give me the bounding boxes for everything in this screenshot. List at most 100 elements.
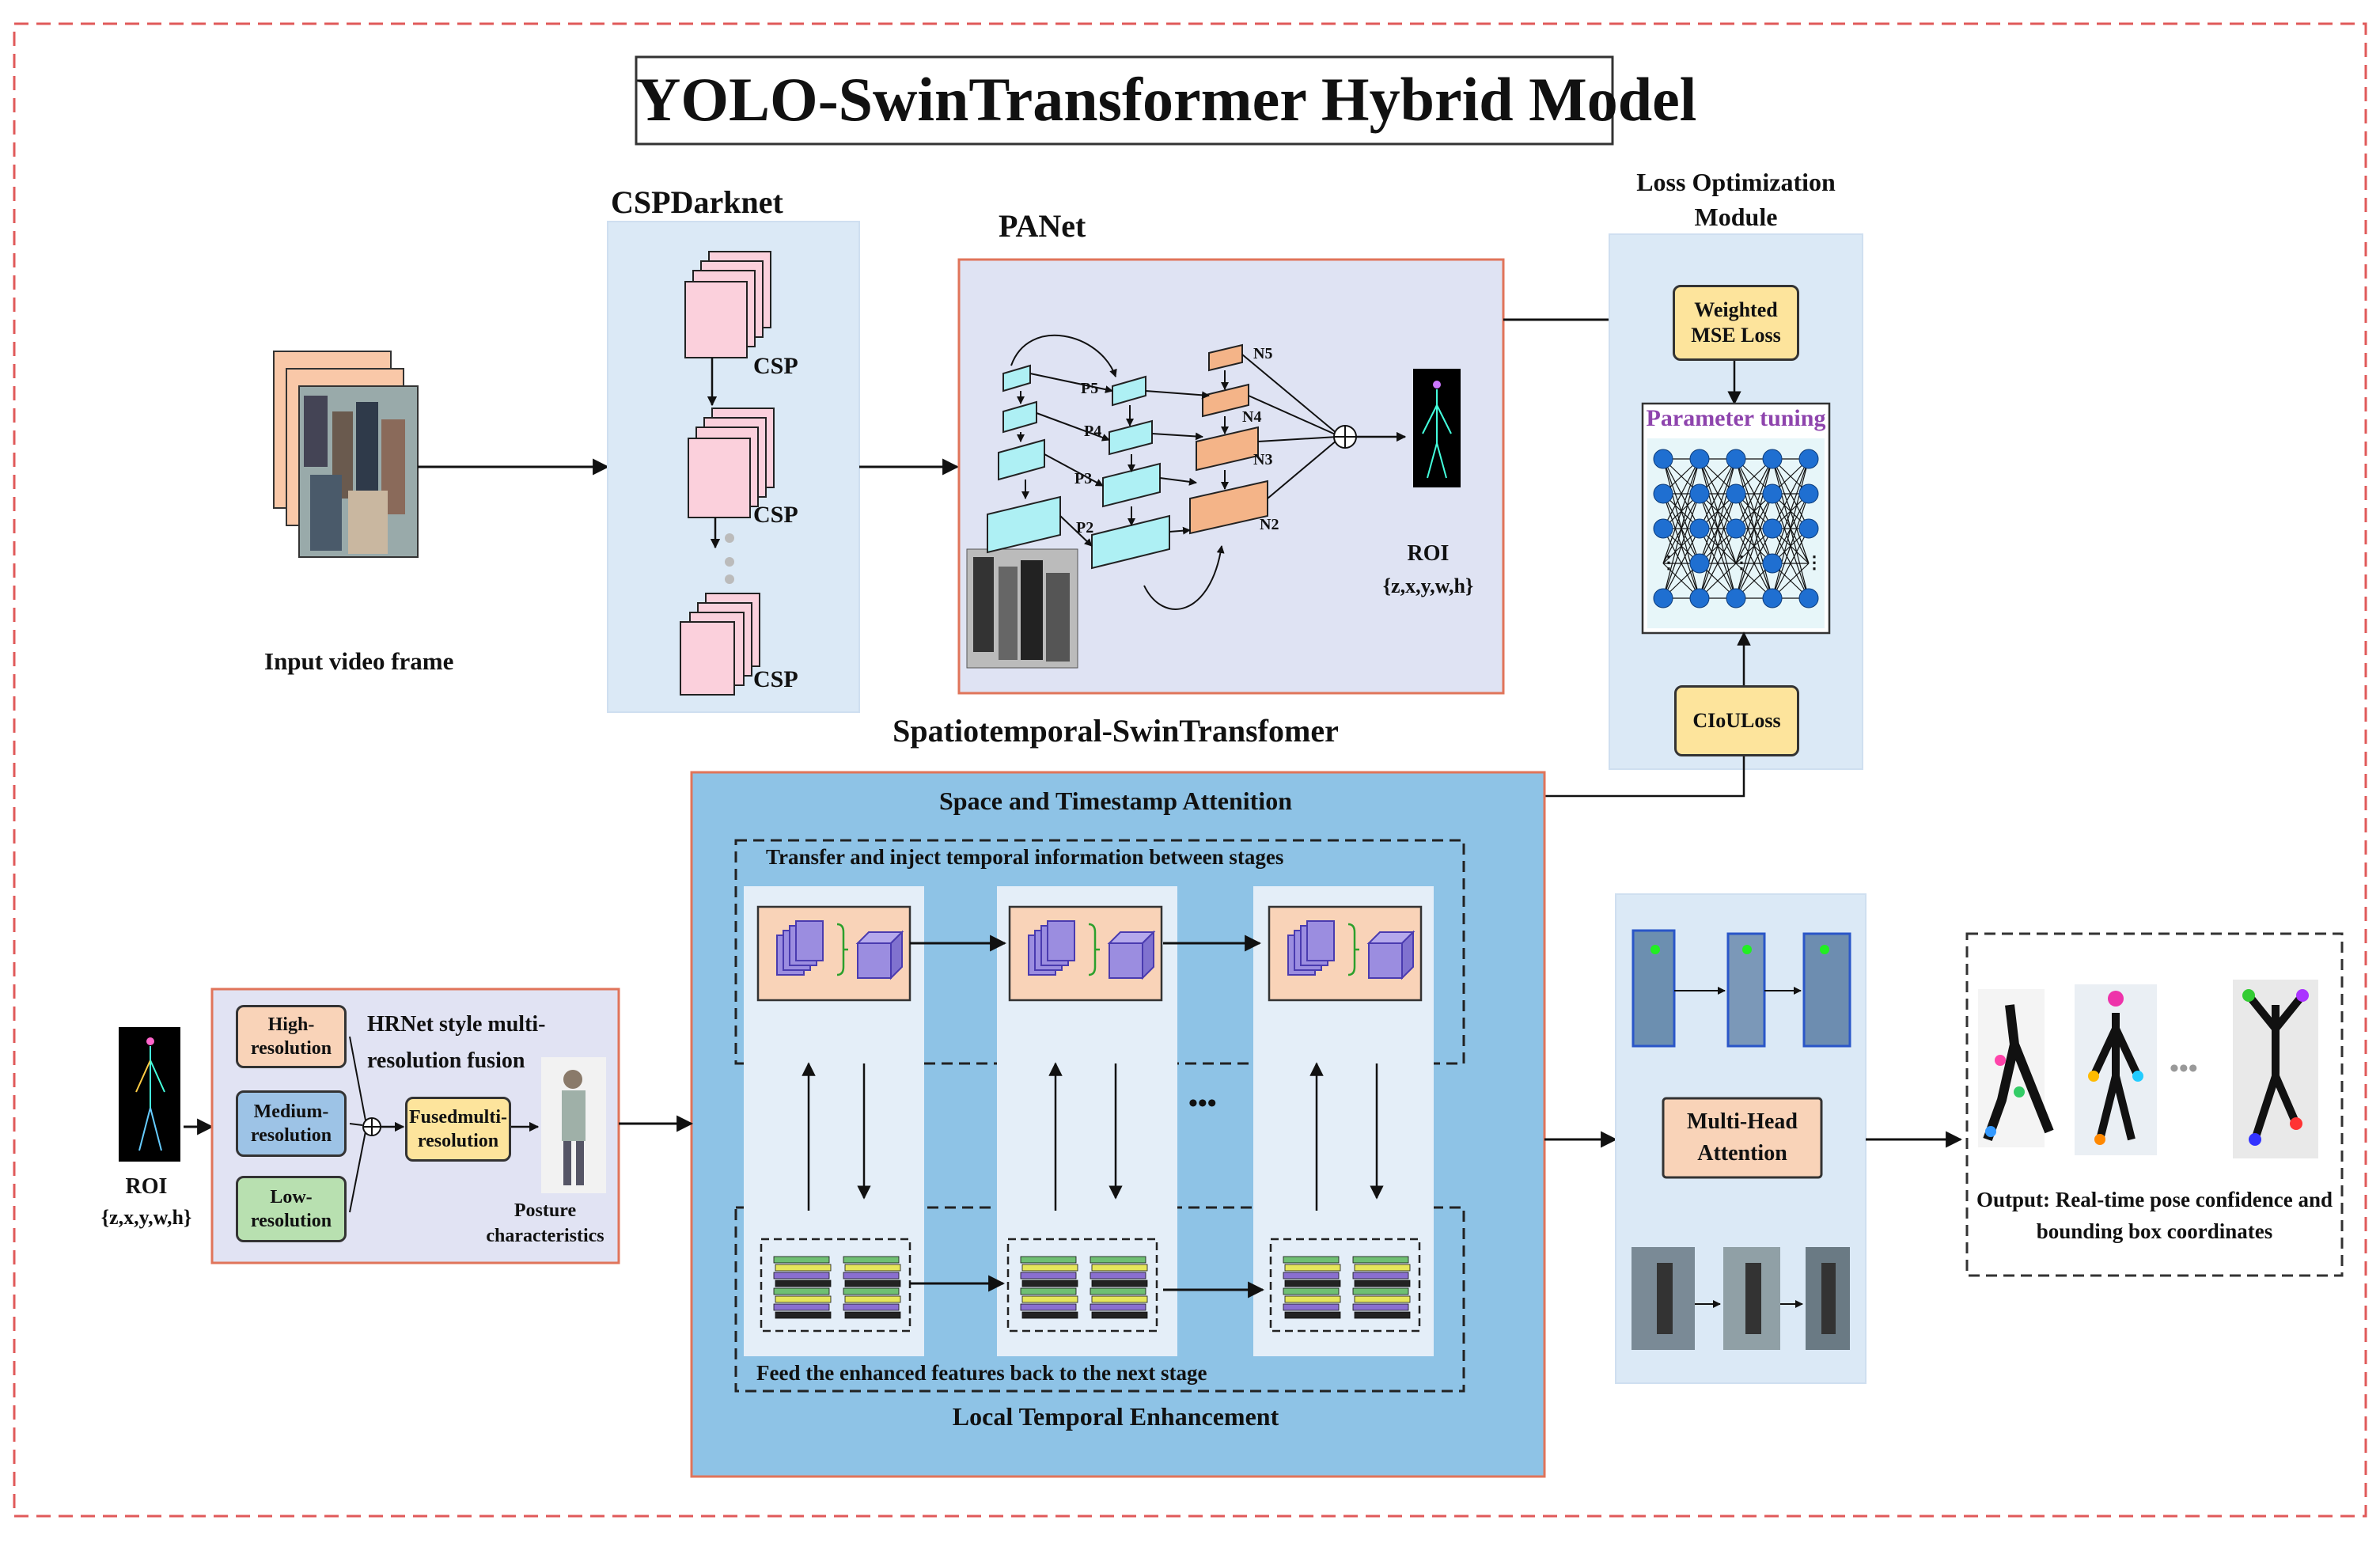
- panet-roi-skeleton-icon: [1413, 369, 1461, 487]
- nn-neuron: [1653, 449, 1673, 469]
- posture-line2: characteristics: [486, 1226, 604, 1246]
- nn-neuron: [1762, 518, 1783, 539]
- mha-bottom-frames-icon: [1632, 1247, 1850, 1350]
- param-tuning-label: Parameter tuning: [1646, 405, 1826, 431]
- panet-middle-column: [1091, 375, 1170, 570]
- medium-line2: resolution: [250, 1125, 332, 1146]
- nn-neuron: [1726, 518, 1746, 539]
- fused-resolution-box: Fusedmulti- resolution: [405, 1097, 511, 1162]
- panet-p2: P2: [1076, 519, 1094, 536]
- nn-neuron: [1798, 449, 1819, 469]
- cspdarknet-title: CSPDarknet: [611, 184, 783, 220]
- high-line1: High-: [267, 1014, 315, 1035]
- feed-label: Feed the enhanced features back to the n…: [756, 1361, 1207, 1385]
- nn-neuron: [1689, 518, 1710, 539]
- panet-n4: N4: [1242, 408, 1262, 426]
- ciou-loss-box: CIoULoss: [1674, 685, 1799, 756]
- output-pose-images-icon: [1978, 980, 2318, 1158]
- posture-label: Posture characteristics: [478, 1198, 612, 1249]
- hrnet-title: HRNet style multi- resolution fusion: [367, 1007, 546, 1079]
- weighted-line1: Weighted: [1694, 298, 1778, 321]
- csp-block-2-icon: [688, 408, 775, 518]
- input-frames-icon: [273, 351, 419, 558]
- stage-attention-block: [756, 905, 911, 1002]
- panet-p5: P5: [1081, 380, 1099, 397]
- title-box: [635, 55, 1614, 146]
- output-ellipsis: •••: [2170, 1054, 2198, 1083]
- feed-dashed-box: [734, 1206, 1465, 1393]
- nn-neuron: [1762, 588, 1783, 608]
- nn-neuron: [1653, 518, 1673, 539]
- posture-photo-icon: [541, 1057, 606, 1193]
- nn-neuron: [1689, 553, 1710, 574]
- nn-dots: ⋮: [1733, 552, 1750, 572]
- nn-neuron: [1762, 449, 1783, 469]
- panet-n5: N5: [1253, 345, 1273, 362]
- output-line1: Output: Real-time pose confidence and: [1976, 1188, 2333, 1211]
- nn-neuron: [1689, 483, 1710, 504]
- nn-neuron: [1762, 553, 1783, 574]
- arrow-ciou-swin: [1543, 755, 1745, 798]
- nn-neuron: [1798, 483, 1819, 504]
- roi-input-label: ROI: [125, 1174, 168, 1199]
- page-title: YOLO-SwinTransformer Hybrid Model: [636, 65, 1697, 134]
- ciou-label: CIoULoss: [1692, 709, 1781, 732]
- mha-line2: Attention: [1697, 1141, 1787, 1166]
- nn-neuron: [1762, 483, 1783, 504]
- swin-title: Spatiotemporal-SwinTransfomer: [892, 713, 1339, 749]
- nn-dots: ⋮: [1806, 552, 1823, 572]
- csp-block-3-icon: [680, 593, 760, 696]
- posture-line1: Posture: [514, 1200, 577, 1221]
- panet-p3: P3: [1074, 470, 1093, 487]
- nn-neuron: [1798, 518, 1819, 539]
- transfer-label: Transfer and inject temporal information…: [766, 845, 1284, 869]
- panet-roi-coords: {z,x,y,w,h}: [1382, 574, 1474, 597]
- space-attention-label: Space and Timestamp Attenition: [939, 787, 1292, 815]
- panet-backbone-pyramid: [987, 364, 1061, 554]
- csp-block-1-icon: [684, 251, 771, 358]
- roi-skeleton-icon: [119, 1027, 180, 1162]
- loss-title-line2: Module: [1694, 203, 1778, 231]
- roi-input-coords: {z,x,y,w,h}: [100, 1206, 192, 1229]
- hrnet-title-line2: resolution fusion: [367, 1048, 525, 1073]
- panet-p4: P4: [1084, 423, 1102, 440]
- low-resolution-box: Low- resolution: [236, 1176, 347, 1242]
- csp-label-2: CSP: [753, 502, 798, 528]
- swin-ellipsis: •••: [1188, 1089, 1217, 1118]
- nn-neuron: [1726, 449, 1746, 469]
- panet-photo-icon: [966, 548, 1078, 669]
- hrnet-title-line1: HRNet style multi-: [367, 1012, 546, 1037]
- medium-resolution-box: Medium- resolution: [236, 1090, 347, 1157]
- output-label: Output: Real-time pose confidence and bo…: [1967, 1184, 2342, 1247]
- panet-title: PANet: [999, 208, 1086, 244]
- output-line2: bounding box coordinates: [2036, 1219, 2273, 1243]
- local-enhancement-label: Local Temporal Enhancement: [952, 1402, 1279, 1431]
- stage-attention-block: [1008, 905, 1163, 1002]
- csp-label-1: CSP: [753, 353, 798, 379]
- stage-feature-block: [760, 1238, 911, 1333]
- stage-attention-block: [1268, 905, 1423, 1002]
- mha-label: Multi-Head Attention: [1663, 1106, 1821, 1170]
- mha-top-frames-icon: [1632, 929, 1851, 1048]
- nn-neuron: [1726, 483, 1746, 504]
- fused-line1: Fusedmulti-: [408, 1107, 507, 1128]
- panet-roi-label: ROI: [1407, 541, 1450, 566]
- nn-neuron: [1653, 483, 1673, 504]
- panet-output-column: [1189, 343, 1268, 535]
- mha-box: [1662, 1097, 1823, 1179]
- mha-line1: Multi-Head: [1687, 1109, 1798, 1134]
- stage-feature-block: [1006, 1238, 1158, 1333]
- high-line2: resolution: [250, 1038, 332, 1059]
- nn-dots: ⋮: [1660, 552, 1677, 572]
- panet-n3: N3: [1253, 451, 1273, 468]
- fused-line2: resolution: [417, 1131, 499, 1151]
- panet-n2: N2: [1260, 516, 1279, 533]
- nn-neuron: [1726, 588, 1746, 608]
- nn-neuron: [1689, 588, 1710, 608]
- input-frame-label: Input video frame: [264, 647, 454, 675]
- loss-title-line1: Loss Optimization: [1636, 168, 1836, 196]
- stage-feature-block: [1269, 1238, 1421, 1333]
- high-resolution-box: High- resolution: [236, 1005, 347, 1068]
- medium-line1: Medium-: [253, 1101, 329, 1122]
